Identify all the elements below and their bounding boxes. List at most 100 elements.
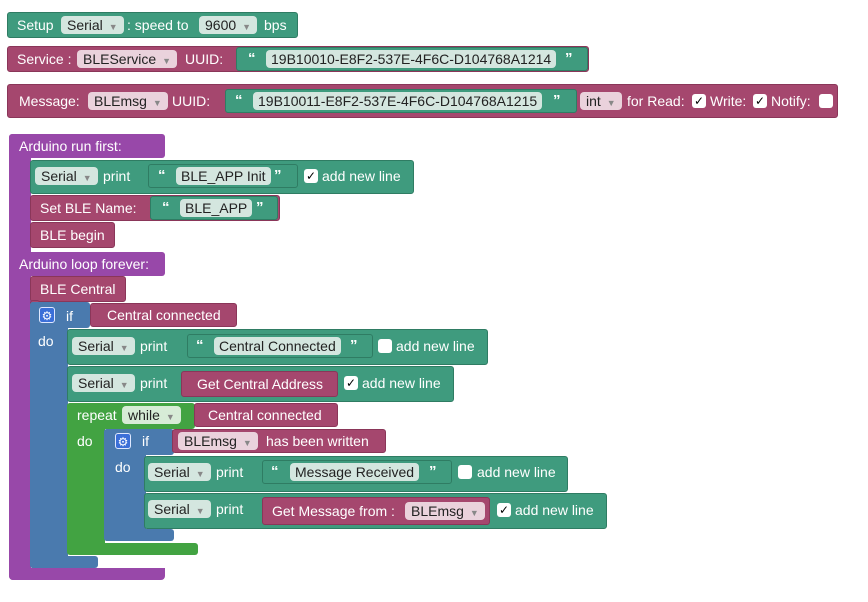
run-first-label: Arduino run first:	[19, 138, 122, 154]
notify-label: Notify:	[771, 93, 811, 109]
serial-port-dropdown[interactable]: Serial▼	[148, 500, 211, 518]
if-block-bottom	[30, 556, 98, 568]
message-label: Message:	[19, 93, 80, 109]
central-connected-label: Central connected	[107, 307, 221, 323]
gear-icon[interactable]: ⚙	[115, 433, 131, 449]
quote-close-icon: ”	[350, 337, 358, 354]
new-line-checkbox[interactable]	[458, 465, 472, 479]
gear-icon[interactable]: ⚙	[39, 307, 55, 323]
read-checkbox[interactable]: ✓	[692, 94, 706, 108]
new-line-label: add new line	[322, 168, 401, 184]
chevron-down-icon: ▼	[242, 22, 252, 32]
service-name-dropdown[interactable]: BLEService▼	[77, 50, 178, 68]
print-label: print	[216, 464, 244, 480]
new-line-checkbox[interactable]: ✓	[344, 376, 358, 390]
set-ble-name-label: Set BLE Name:	[40, 200, 137, 216]
chevron-down-icon: ▼	[82, 173, 92, 183]
quote-close-icon: ”	[274, 167, 282, 184]
speed-label: : speed to	[127, 17, 189, 33]
quote-open-icon: “	[162, 199, 170, 216]
print-text-field[interactable]: Message Received	[290, 463, 420, 481]
quote-open-icon: “	[196, 337, 204, 354]
repeat-condition-label: Central connected	[208, 407, 322, 423]
arduino-main-block[interactable]	[9, 134, 31, 580]
if-block-bottom	[104, 529, 174, 541]
repeat-do-label: do	[77, 433, 93, 449]
quote-open-icon: “	[158, 167, 166, 184]
new-line-checkbox[interactable]: ✓	[497, 503, 511, 517]
repeat-condition[interactable]	[194, 403, 338, 427]
ble-name-field[interactable]: BLE_APP	[180, 199, 253, 217]
repeat-label: repeat	[77, 407, 117, 423]
chevron-down-icon: ▼	[606, 98, 616, 108]
chevron-down-icon: ▼	[162, 56, 172, 66]
ble-begin-label: BLE begin	[40, 227, 105, 243]
new-line-checkbox[interactable]: ✓	[304, 169, 318, 183]
loop-forever-label: Arduino loop forever:	[19, 256, 149, 272]
ble-central-block[interactable]	[30, 276, 126, 302]
loop-forever-header[interactable]	[9, 252, 165, 276]
chevron-down-icon: ▼	[152, 98, 162, 108]
chevron-down-icon: ▼	[119, 343, 129, 353]
repeat-mode-dropdown[interactable]: while▼	[122, 406, 181, 424]
quote-close-icon: ”	[553, 92, 561, 109]
if-label: if	[142, 433, 149, 449]
read-label: for Read:	[627, 93, 685, 109]
message-name-dropdown[interactable]: BLEmsg▼	[405, 502, 485, 520]
chevron-down-icon: ▼	[242, 438, 252, 448]
if-block[interactable]	[30, 302, 68, 568]
serial-port-dropdown[interactable]: Serial▼	[72, 374, 135, 392]
print-label: print	[140, 338, 168, 354]
ble-central-label: BLE Central	[40, 281, 116, 297]
print-label: print	[140, 375, 168, 391]
get-central-address-label: Get Central Address	[197, 376, 324, 392]
write-label: Write:	[710, 93, 747, 109]
message-uuid-label: UUID:	[172, 93, 211, 109]
print-text-field[interactable]: Central Connected	[214, 337, 341, 355]
has-been-written-label: has been written	[266, 433, 369, 449]
new-line-label: add new line	[515, 502, 594, 518]
quote-open-icon: “	[235, 92, 243, 109]
chevron-down-icon: ▼	[165, 412, 175, 422]
service-label: Service :	[17, 51, 72, 67]
chevron-down-icon: ▼	[195, 506, 205, 516]
arduino-block-bottom	[9, 568, 165, 580]
print-text-field[interactable]: BLE_APP Init	[176, 167, 271, 185]
serial-port-dropdown[interactable]: Serial▼	[61, 16, 124, 34]
service-uuid-label: UUID:	[185, 51, 224, 67]
new-line-label: add new line	[396, 338, 475, 354]
write-checkbox[interactable]: ✓	[753, 94, 767, 108]
message-name-dropdown[interactable]: BLEmsg▼	[178, 432, 258, 450]
ble-begin-block[interactable]	[30, 222, 115, 248]
do-label: do	[115, 459, 131, 475]
print-label: print	[216, 501, 244, 517]
chevron-down-icon: ▼	[119, 380, 129, 390]
if-label: if	[66, 308, 73, 324]
message-name-dropdown[interactable]: BLEmsg▼	[88, 92, 168, 110]
notify-checkbox[interactable]	[819, 94, 833, 108]
message-uuid-field[interactable]: 19B10011-E8F2-537E-4F6C-D104768A1215	[253, 92, 543, 110]
new-line-label: add new line	[362, 375, 441, 391]
service-uuid-field[interactable]: 19B10010-E8F2-537E-4F6C-D104768A1214	[266, 50, 557, 68]
quote-close-icon: ”	[565, 50, 573, 67]
serial-port-dropdown[interactable]: Serial▼	[35, 167, 98, 185]
new-line-label: add new line	[477, 464, 556, 480]
quote-open-icon: “	[248, 50, 256, 67]
bps-label: bps	[264, 17, 287, 33]
chevron-down-icon: ▼	[195, 469, 205, 479]
central-connected-condition[interactable]	[90, 303, 237, 327]
run-first-header[interactable]	[9, 134, 165, 158]
chevron-down-icon: ▼	[469, 508, 479, 518]
repeat-block-bottom	[67, 543, 198, 555]
baud-rate-dropdown[interactable]: 9600▼	[199, 16, 258, 34]
get-message-label: Get Message from :	[272, 503, 395, 519]
quote-close-icon: ”	[429, 463, 437, 480]
message-type-dropdown[interactable]: int▼	[580, 92, 622, 110]
get-central-address-block[interactable]	[181, 371, 338, 397]
serial-port-dropdown[interactable]: Serial▼	[72, 337, 135, 355]
serial-port-dropdown[interactable]: Serial▼	[148, 463, 211, 481]
setup-label: Setup	[17, 17, 54, 33]
quote-close-icon: ”	[256, 199, 264, 216]
new-line-checkbox[interactable]	[378, 339, 392, 353]
do-label: do	[38, 333, 54, 349]
